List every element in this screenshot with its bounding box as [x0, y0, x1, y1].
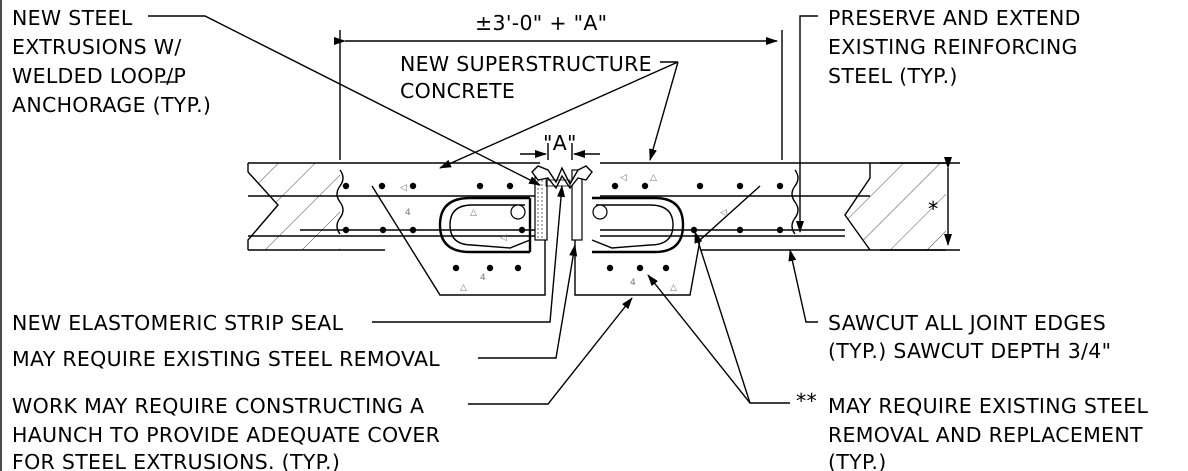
- svg-text:WORK MAY REQUIRE CONSTRUCTING: WORK MAY REQUIRE CONSTRUCTING A: [12, 394, 424, 418]
- replacement-mark: **: [796, 389, 817, 413]
- svg-text:PRESERVE AND EXTEND: PRESERVE AND EXTEND: [828, 6, 1081, 30]
- steel-removal-leader: [478, 244, 578, 359]
- replacement-leader-1: [647, 274, 790, 404]
- sawcut-right: [791, 169, 799, 235]
- svg-text:◁: ◁: [620, 173, 627, 183]
- gap-a-label: "A": [543, 131, 577, 155]
- new-steel-leader: [148, 15, 541, 186]
- new-steel-note: NEW STEEL EXTRUSIONS W/ WELDED LOOP/P AN…: [12, 6, 211, 117]
- superstructure-leader-2: [649, 61, 679, 161]
- svg-text:NEW SUPERSTRUCTURE: NEW SUPERSTRUCTURE: [400, 52, 652, 76]
- existing-deck-left: [248, 163, 340, 250]
- replacement-leader-2: [694, 231, 751, 404]
- extrusion-right: [571, 169, 583, 241]
- svg-text:◁: ◁: [500, 233, 507, 243]
- blockout-right: [574, 180, 761, 296]
- svg-text:◁: ◁: [400, 183, 407, 193]
- steel-removal-note: MAY REQUIRE EXISTING STEEL REMOVAL: [12, 347, 440, 371]
- haunch-note: WORK MAY REQUIRE CONSTRUCTING A HAUNCH T…: [12, 394, 440, 471]
- svg-text:WELDED LOOP/P: WELDED LOOP/P: [12, 64, 186, 88]
- svg-text:(TYP.): (TYP.): [828, 450, 887, 471]
- svg-text:4: 4: [480, 273, 486, 283]
- loop-anchor-right-inner: [591, 204, 674, 249]
- svg-text:NEW STEEL: NEW STEEL: [12, 6, 133, 30]
- svg-text:EXISTING REINFORCING: EXISTING REINFORCING: [828, 35, 1078, 59]
- replacement-note: MAY REQUIRE EXISTING STEEL REMOVAL AND R…: [828, 394, 1149, 471]
- svg-text:MAY REQUIRE EXISTING STEEL: MAY REQUIRE EXISTING STEEL: [828, 394, 1149, 418]
- svg-text:FOR STEEL EXTRUSIONS. (TYP.): FOR STEEL EXTRUSIONS. (TYP.): [12, 450, 340, 471]
- svg-text:ANCHORAGE (TYP.): ANCHORAGE (TYP.): [12, 93, 211, 117]
- strip-seal-leader: [372, 185, 566, 323]
- strip-seal: [531, 165, 593, 190]
- haunch-leader: [468, 297, 633, 405]
- svg-text:(TYP.) SAWCUT DEPTH 3/4": (TYP.) SAWCUT DEPTH 3/4": [828, 339, 1111, 363]
- svg-text:REMOVAL AND REPLACEMENT: REMOVAL AND REPLACEMENT: [828, 423, 1143, 447]
- sawcut-leader: [788, 249, 818, 323]
- svg-text:STEEL (TYP.): STEEL (TYP.): [828, 64, 958, 88]
- overall-dimension-text: ±3'-0" + "A": [475, 11, 607, 35]
- svg-text:△: △: [470, 208, 477, 218]
- loop-anchor-left-outer: [438, 196, 532, 254]
- svg-text:△: △: [460, 283, 467, 293]
- svg-text:4: 4: [405, 208, 411, 218]
- svg-text:△: △: [650, 173, 657, 183]
- existing-deck-right: [790, 163, 946, 250]
- concrete-aggregate: ◁ △ ◁ △ 4 4 ◁ △ ◁ 4 △: [400, 173, 727, 293]
- break-line-left: [247, 171, 279, 250]
- sawcut-note: SAWCUT ALL JOINT EDGES (TYP.) SAWCUT DEP…: [828, 311, 1111, 363]
- depth-mark: *: [928, 197, 939, 221]
- rebar-dots: [342, 182, 784, 272]
- loop-anchor-right-outer: [592, 196, 685, 254]
- strip-seal-note: NEW ELASTOMERIC STRIP SEAL: [12, 311, 344, 335]
- loop-anchor-left-inner: [449, 204, 531, 249]
- extrusion-left: [534, 169, 548, 241]
- svg-text:SAWCUT ALL JOINT EDGES: SAWCUT ALL JOINT EDGES: [828, 311, 1106, 335]
- sawcut-left: [336, 169, 344, 235]
- preserve-note: PRESERVE AND EXTEND EXISTING REINFORCING…: [828, 6, 1081, 88]
- svg-text:△: △: [670, 283, 677, 293]
- superstructure-note: NEW SUPERSTRUCTURE CONCRETE: [400, 52, 652, 103]
- preserve-leader: [796, 15, 818, 233]
- svg-text:HAUNCH TO PROVIDE ADEQUATE COV: HAUNCH TO PROVIDE ADEQUATE COVER: [12, 423, 440, 447]
- svg-text:4: 4: [630, 278, 636, 288]
- svg-text:EXTRUSIONS W/: EXTRUSIONS W/: [12, 35, 182, 59]
- svg-text:◁: ◁: [720, 208, 727, 218]
- svg-text:CONCRETE: CONCRETE: [400, 79, 515, 103]
